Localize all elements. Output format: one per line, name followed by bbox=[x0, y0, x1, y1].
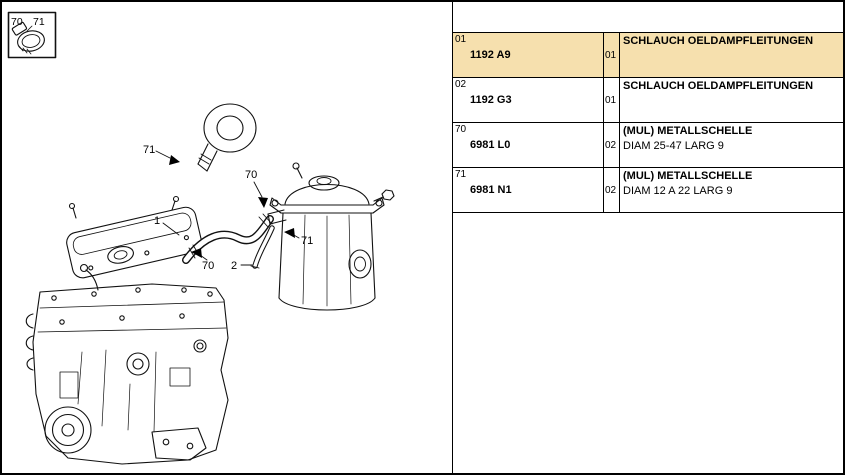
callout-label-1: 1 bbox=[154, 215, 160, 227]
table-header-spacer bbox=[453, 2, 843, 33]
part-index: 71 bbox=[455, 169, 467, 180]
part-index: 02 bbox=[455, 79, 467, 90]
part-quantity: 01 bbox=[603, 33, 620, 77]
callout-label-70-cover: 70 bbox=[202, 260, 214, 272]
valve-cover bbox=[66, 206, 203, 279]
part-row-02[interactable]: 02 1192 G3 01 SCHLAUCH OELDAMPFLEITUNGEN bbox=[453, 78, 843, 123]
engine-diagram: 70 71 bbox=[2, 2, 452, 473]
part-detail: DIAM 25-47 LARG 9 bbox=[623, 140, 724, 152]
arrow-icon bbox=[169, 155, 180, 165]
legend-label-71: 71 bbox=[33, 16, 45, 28]
part-reference-cell: 71 6981 N1 bbox=[453, 168, 603, 212]
part-reference-cell: 02 1192 G3 bbox=[453, 78, 603, 122]
callout-1-hose: 1 bbox=[154, 215, 180, 236]
part-row-70[interactable]: 70 6981 L0 02 (MUL) METALLSCHELLE DIAM 2… bbox=[453, 123, 843, 168]
callout-70-canister: 70 bbox=[245, 169, 268, 208]
legend-leader-line bbox=[26, 25, 33, 32]
canister-dome bbox=[284, 183, 370, 205]
part-reference: 6981 N1 bbox=[470, 184, 512, 196]
part-description-cell: (MUL) METALLSCHELLE DIAM 25-47 LARG 9 bbox=[620, 123, 843, 167]
hose-clamp-icon bbox=[11, 21, 45, 55]
part-quantity: 01 bbox=[603, 78, 620, 122]
part-reference: 1192 A9 bbox=[470, 49, 511, 61]
part-reference-cell: 70 6981 L0 bbox=[453, 123, 603, 167]
part-reference-cell: 01 1192 A9 bbox=[453, 33, 603, 77]
valve-cover-studs bbox=[68, 195, 180, 219]
part-reference: 1192 G3 bbox=[470, 94, 512, 106]
breather-hose-2 bbox=[250, 225, 275, 269]
mount-bracket bbox=[151, 427, 207, 461]
part-description-cell: SCHLAUCH OELDAMPFLEITUNGEN bbox=[620, 78, 843, 122]
part-quantity: 02 bbox=[603, 168, 620, 212]
callout-label-70-canister: 70 bbox=[245, 169, 257, 181]
callout-2-hose: 2 bbox=[231, 260, 253, 272]
engine-block-outline bbox=[32, 283, 229, 465]
breather-hose-1 bbox=[182, 213, 274, 264]
part-description: (MUL) METALLSCHELLE bbox=[623, 170, 753, 182]
callout-70-cover: 70 bbox=[191, 248, 214, 272]
part-description-cell: SCHLAUCH OELDAMPFLEITUNGEN bbox=[620, 33, 843, 77]
legend-box: 70 71 bbox=[7, 11, 57, 59]
part-quantity: 02 bbox=[603, 123, 620, 167]
part-index: 70 bbox=[455, 124, 467, 135]
callout-label-71-top: 71 bbox=[143, 144, 155, 156]
legend-box-frame bbox=[7, 11, 57, 59]
part-description: SCHLAUCH OELDAMPFLEITUNGEN bbox=[623, 35, 814, 47]
legend-label-70: 70 bbox=[11, 16, 23, 28]
oil-separator-canister bbox=[267, 162, 395, 311]
arrow-icon bbox=[258, 197, 268, 208]
callout-label-71-right: 71 bbox=[301, 235, 313, 247]
dipstick bbox=[85, 269, 99, 291]
parts-table: 01 1192 A9 01 SCHLAUCH OELDAMPFLEITUNGEN… bbox=[452, 2, 843, 473]
water-pump bbox=[126, 352, 150, 376]
part-index: 01 bbox=[455, 34, 467, 45]
oil-filler-cap bbox=[107, 246, 134, 264]
part-description: (MUL) METALLSCHELLE bbox=[623, 125, 753, 137]
part-detail: DIAM 12 A 22 LARG 9 bbox=[623, 185, 733, 197]
engine-block bbox=[25, 263, 229, 465]
crank-pulley bbox=[44, 406, 92, 454]
part-reference: 6981 L0 bbox=[470, 139, 511, 151]
part-row-71[interactable]: 71 6981 N1 02 (MUL) METALLSCHELLE DIAM 1… bbox=[453, 168, 843, 213]
canister-body bbox=[278, 212, 284, 299]
callout-label-2: 2 bbox=[231, 260, 237, 272]
callout-71-right: 71 bbox=[284, 228, 313, 247]
arrow-icon bbox=[284, 228, 295, 238]
arrow-icon bbox=[191, 248, 202, 258]
canister-side-port bbox=[348, 249, 372, 279]
canister-bolt bbox=[373, 189, 395, 202]
callout-71-top: 71 bbox=[143, 144, 180, 165]
part-row-01[interactable]: 01 1192 A9 01 SCHLAUCH OELDAMPFLEITUNGEN bbox=[453, 33, 843, 78]
part-description: SCHLAUCH OELDAMPFLEITUNGEN bbox=[623, 80, 814, 92]
part-description-cell: (MUL) METALLSCHELLE DIAM 12 A 22 LARG 9 bbox=[620, 168, 843, 212]
coiled-hose-part bbox=[197, 103, 257, 172]
